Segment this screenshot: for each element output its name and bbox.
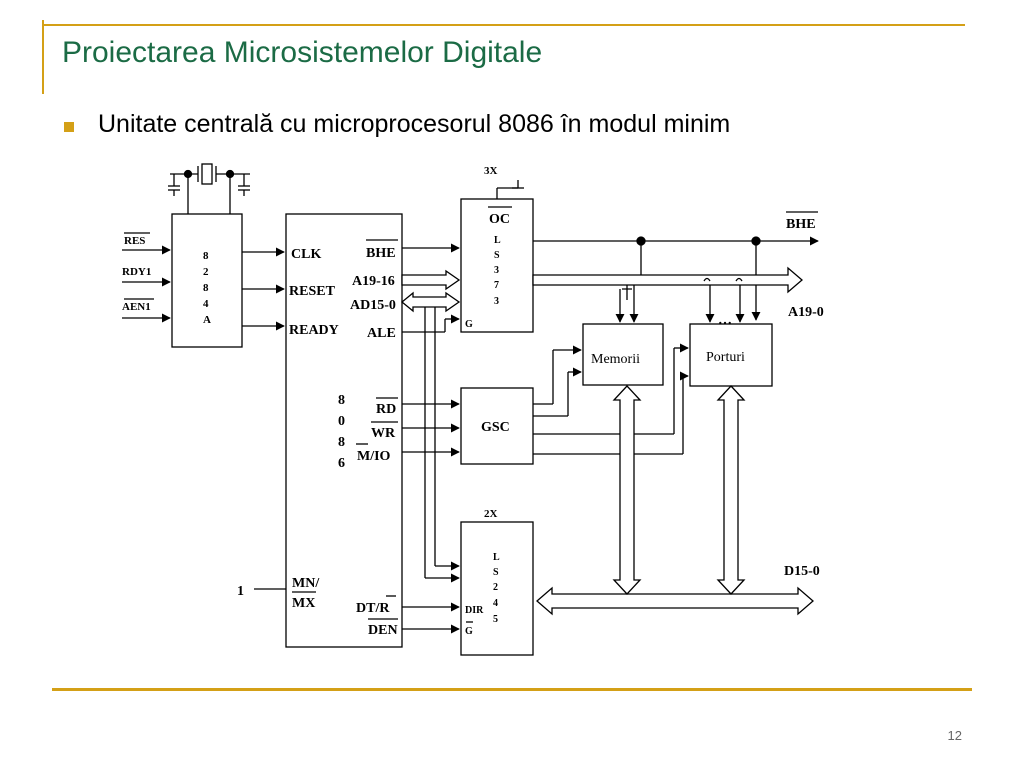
bhe-bus-label: BHE	[786, 217, 816, 232]
res-label: RES	[124, 235, 145, 247]
clock-gen-char: 4	[203, 298, 209, 310]
mode-value: 1	[237, 584, 244, 599]
cpu-char: 8	[338, 435, 345, 450]
mn-pin: MN/	[292, 576, 320, 591]
transceiver-dir: DIR	[465, 605, 484, 616]
data-bus-label: D15-0	[784, 564, 820, 579]
bullet-square-icon	[64, 122, 74, 132]
ad15-0-pin: AD15-0	[350, 298, 396, 313]
m-io-pin: M/IO	[357, 449, 391, 464]
bhe-pin: BHE	[366, 246, 396, 261]
latch-char: 3	[494, 265, 499, 276]
clock-gen-char: A	[203, 314, 211, 326]
latch-char: S	[494, 250, 500, 261]
gsc-block	[460, 387, 534, 465]
latch-count: 3X	[484, 165, 498, 177]
transceiver-count: 2X	[484, 508, 498, 520]
ale-pin: ALE	[367, 326, 396, 341]
footer-line	[52, 688, 972, 691]
cpu-char: 0	[338, 414, 345, 429]
aen1-label: AEN1	[122, 301, 151, 313]
frame-horizontal-line	[42, 24, 965, 26]
cpu-char: 8	[338, 393, 345, 408]
a19-16-pin: A19-16	[352, 274, 395, 289]
memory-block	[582, 323, 664, 386]
latch-oc: OC	[489, 212, 510, 227]
latch-char: L	[494, 235, 501, 246]
cpu-char: 6	[338, 456, 345, 471]
clk-pin: CLK	[291, 247, 321, 262]
ready-pin: READY	[289, 323, 339, 338]
clock-generator-8284a	[171, 213, 243, 348]
transceiver-char: L	[493, 552, 500, 563]
clock-gen-char: 8	[203, 282, 209, 294]
address-bus-label: A19-0	[788, 305, 824, 320]
gsc-label: GSC	[481, 420, 510, 435]
rd-pin: RD	[376, 402, 396, 417]
ports-dots: …	[718, 313, 732, 328]
rdy1-label: RDY1	[122, 266, 151, 278]
clock-gen-char: 8	[203, 250, 209, 262]
slide-title: Proiectarea Microsistemelor Digitale	[62, 36, 543, 69]
page-number: 12	[947, 728, 962, 743]
latch-g: G	[465, 319, 473, 330]
crystal-oscillator	[168, 163, 250, 214]
transceiver-ls245	[460, 521, 534, 656]
cpu-8086	[285, 213, 403, 648]
wr-pin: WR	[371, 426, 396, 441]
memory-label: Memorii	[591, 352, 640, 367]
bullet-text: Unitate centrală cu microprocesorul 8086…	[98, 110, 731, 138]
reset-pin: RESET	[289, 284, 336, 299]
transceiver-char: S	[493, 567, 499, 578]
mx-pin: MX	[292, 596, 315, 611]
clock-gen-char: 2	[203, 266, 209, 278]
transceiver-g: G	[465, 626, 473, 637]
frame-vertical-line	[42, 20, 44, 94]
den-pin: DEN	[368, 623, 398, 638]
transceiver-char: 2	[493, 582, 498, 593]
dt-r-pin: DT/R	[356, 601, 390, 616]
latch-char: 3	[494, 296, 499, 307]
ports-label: Porturi	[706, 350, 745, 365]
transceiver-char: 4	[493, 598, 498, 609]
latch-char: 7	[494, 280, 499, 291]
transceiver-char: 5	[493, 614, 498, 625]
